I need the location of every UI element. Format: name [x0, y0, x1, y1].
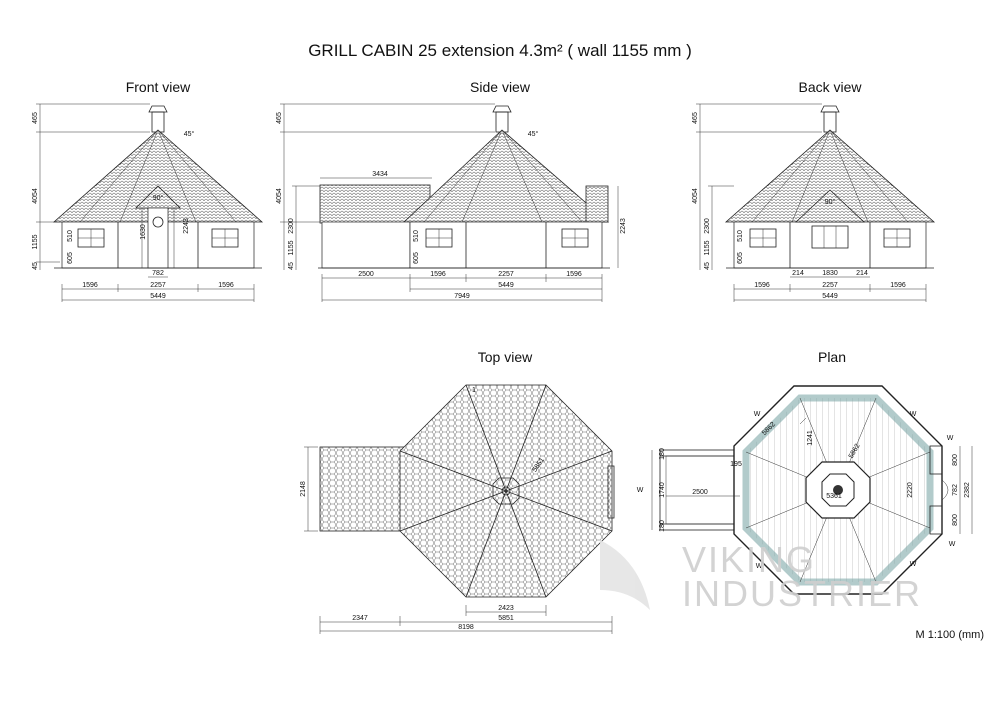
plan-w-label-left: W: [637, 487, 644, 494]
plan-dim-195: 195: [730, 461, 742, 468]
back-dim-2257: 2257: [822, 282, 838, 289]
side-dim-7949: 7949: [454, 293, 470, 300]
front-dim-465: 465: [32, 112, 39, 124]
top-dim-2423: 2423: [498, 605, 514, 612]
top-dim-2148: 2148: [300, 481, 307, 497]
plan-dim-5361: 5361: [826, 493, 842, 500]
back-dim-1830: 1830: [822, 270, 838, 277]
side-angle-45: 45°: [528, 130, 539, 138]
side-dim-4054: 4054: [276, 188, 283, 204]
front-dim-4054: 4054: [32, 188, 39, 204]
front-view-drawing: [52, 105, 264, 269]
side-dim-3434: 3434: [372, 171, 388, 178]
plan-dim-800b: 800: [952, 514, 959, 526]
front-dim-1596b: 1596: [218, 282, 234, 289]
plan-dim-2220: 2220: [907, 482, 914, 498]
side-dim-1155: 1155: [288, 240, 295, 255]
top-dim-1: 1: [472, 387, 476, 394]
front-dim-1596a: 1596: [82, 282, 98, 289]
front-angle-90: 90°: [153, 194, 164, 202]
front-dim-605: 605: [67, 252, 74, 264]
scale-note: M 1:100 (mm): [916, 629, 984, 641]
top-view-title: Top view: [478, 349, 533, 365]
side-dim-465: 465: [276, 112, 283, 124]
back-dim-1155: 1155: [704, 240, 711, 255]
plan-dim-180b: 180: [659, 520, 666, 532]
front-view-title: Front view: [126, 79, 191, 95]
side-dim-2500: 2500: [358, 271, 374, 278]
back-dim-2300: 2300: [704, 218, 711, 234]
top-dim-2347: 2347: [352, 615, 368, 622]
back-dim-510: 510: [737, 230, 744, 242]
plan-w-label-right-a: W: [947, 435, 954, 442]
back-dim-605: 605: [737, 252, 744, 264]
back-dim-1596a: 1596: [754, 282, 770, 289]
back-view-dimensions: 465 4054 2300 1155 45 605 510 90° 214 18…: [692, 103, 927, 302]
front-dim-510: 510: [67, 230, 74, 242]
front-dim-1630: 1630: [140, 224, 147, 240]
top-view-drawing: [319, 384, 615, 598]
sheet-title: GRILL CABIN 25 extension 4.3m² ( wall 11…: [308, 41, 692, 60]
back-dim-465: 465: [692, 112, 699, 124]
plan-dim-782: 782: [952, 484, 959, 496]
back-dim-214b: 214: [856, 270, 868, 277]
side-dim-605: 605: [413, 252, 420, 264]
plan-dim-1740: 1740: [659, 482, 666, 498]
back-dim-4054: 4054: [692, 188, 699, 204]
back-angle-90: 90°: [825, 198, 836, 206]
front-dim-2257: 2257: [150, 282, 166, 289]
watermark-line2: INDUSTRIER: [682, 573, 922, 614]
front-dim-1155: 1155: [32, 234, 39, 249]
plan-w-label-right-b: W: [949, 541, 956, 548]
side-dim-2300: 2300: [288, 218, 295, 234]
back-dim-5449: 5449: [822, 293, 838, 300]
side-view-title: Side view: [470, 79, 531, 95]
side-view-drawing: [318, 105, 610, 269]
side-dim-2257: 2257: [498, 271, 514, 278]
front-dim-2243: 2243: [183, 218, 190, 234]
back-view-title: Back view: [798, 79, 862, 95]
side-dim-5449: 5449: [498, 282, 514, 289]
top-dim-5851: 5851: [498, 615, 514, 622]
back-dim-214a: 214: [792, 270, 804, 277]
side-dim-1596b: 1596: [566, 271, 582, 278]
plan-w-label-top-right: W: [910, 411, 917, 418]
side-dim-510: 510: [413, 230, 420, 242]
side-dim-45: 45: [288, 262, 295, 270]
top-view-dimensions: 2148 5851 1 2423 2347 5851 8198: [300, 387, 613, 634]
back-dim-1596b: 1596: [890, 282, 906, 289]
plan-w-label-bottom-left: W: [756, 563, 763, 570]
plan-title: Plan: [818, 349, 846, 365]
back-dim-45: 45: [704, 262, 711, 270]
side-view-dimensions: 465 4054 2300 1155 45 605 510 2243 45° 3…: [276, 103, 627, 302]
front-view-dimensions: 465 4054 1155 45 605 510 1630 2243 90° 4…: [32, 103, 255, 302]
plan-drawing: [659, 385, 949, 595]
side-dim-1596a: 1596: [430, 271, 446, 278]
plan-w-label-top-left: W: [754, 411, 761, 418]
plan-dim-2500: 2500: [692, 489, 708, 496]
watermark: VIKING INDUSTRIER: [600, 539, 922, 614]
watermark-line1: VIKING: [682, 539, 816, 580]
plan-dim-2382: 2382: [964, 482, 971, 498]
top-dim-8198: 8198: [458, 624, 474, 631]
back-view-drawing: [724, 105, 936, 269]
side-dim-2243: 2243: [620, 218, 627, 234]
front-dim-5449: 5449: [150, 293, 166, 300]
front-angle-45: 45°: [184, 130, 195, 138]
front-dim-45: 45: [32, 262, 39, 270]
front-dim-782: 782: [152, 270, 164, 277]
plan-w-label-bottom-right: W: [910, 561, 917, 568]
plan-dim-180a: 180: [659, 448, 666, 460]
plan-dim-800a: 800: [952, 454, 959, 466]
plan-dim-1241: 1241: [807, 430, 814, 446]
